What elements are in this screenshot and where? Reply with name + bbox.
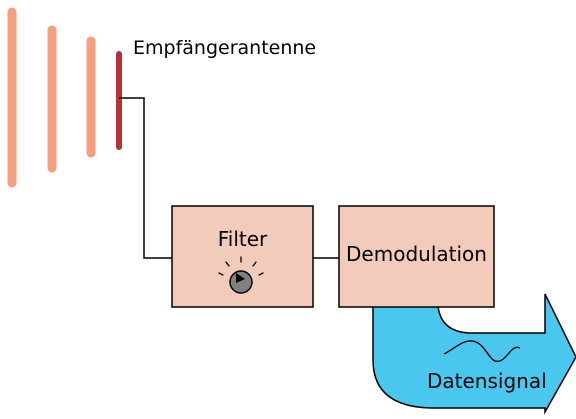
radio-waves bbox=[7, 7, 96, 188]
tuning-knob-icon bbox=[218, 256, 264, 294]
demodulation-label: Demodulation bbox=[346, 242, 487, 266]
filter-label: Filter bbox=[217, 227, 268, 251]
output-signal-label: Datensignal bbox=[427, 369, 547, 393]
output-signal-arrow bbox=[372, 293, 576, 415]
antenna-label: Empfängerantenne bbox=[133, 37, 317, 59]
antenna-to-filter-wire bbox=[119, 97, 172, 259]
signal-wave-icon bbox=[443, 340, 521, 363]
demodulation-box bbox=[338, 205, 495, 308]
